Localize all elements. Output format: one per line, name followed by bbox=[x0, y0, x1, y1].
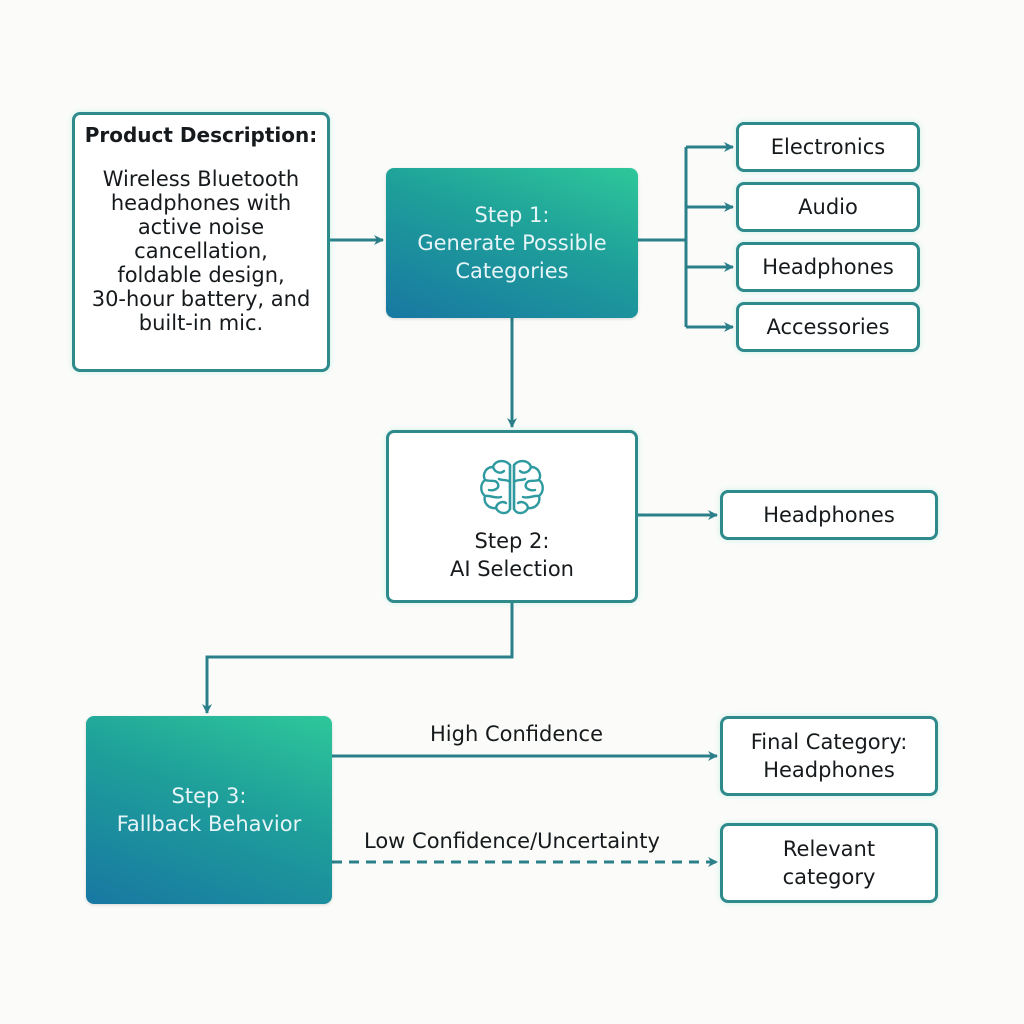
high-confidence-label: High Confidence bbox=[430, 722, 604, 746]
arrow-step2-to-step3 bbox=[202, 603, 514, 714]
category-audio: Audio bbox=[736, 182, 920, 232]
category-label: Headphones bbox=[762, 255, 894, 279]
category-accessories: Accessories bbox=[736, 302, 920, 352]
product-description-title: Product Description: bbox=[84, 123, 318, 147]
step1-generate-categories-box: Step 1: Generate Possible Categories bbox=[386, 168, 638, 318]
relevant-category-box: Relevant category bbox=[720, 823, 938, 903]
step1-title-line: Generate Possible bbox=[417, 231, 607, 255]
step3-title: Fallback Behavior bbox=[116, 812, 302, 836]
step2-title: AI Selection bbox=[449, 556, 574, 581]
step1-title-line: Categories bbox=[455, 259, 569, 283]
category-headphones: Headphones bbox=[736, 242, 920, 292]
final-category-value: Headphones bbox=[763, 758, 895, 782]
category-label: Audio bbox=[798, 195, 858, 219]
low-confidence-label: Low Confidence/Uncertainty bbox=[364, 829, 660, 853]
selected-category-box: Headphones bbox=[720, 490, 938, 540]
category-electronics: Electronics bbox=[736, 122, 920, 172]
step3-fallback-box: Step 3: Fallback Behavior bbox=[86, 716, 332, 904]
product-description-line: foldable design, bbox=[117, 263, 285, 287]
product-description-line: 30-hour battery, and bbox=[91, 287, 311, 311]
product-description-line: built-in mic. bbox=[138, 311, 264, 335]
product-description-line: Wireless Bluetooth bbox=[102, 167, 300, 191]
step1-label: Step 1: bbox=[474, 203, 550, 227]
step2-label: Step 2: bbox=[474, 528, 550, 553]
product-description-line: cancellation, bbox=[134, 239, 268, 263]
step3-label: Step 3: bbox=[171, 784, 247, 808]
selected-category-label: Headphones bbox=[763, 503, 895, 527]
final-category-title: Final Category: bbox=[750, 730, 908, 754]
product-description-line: active noise bbox=[137, 215, 265, 239]
product-description-line: headphones with bbox=[110, 191, 292, 215]
step2-ai-selection-box: Step 2: AI Selection bbox=[386, 430, 638, 603]
category-label: Electronics bbox=[770, 135, 886, 159]
product-description-box: Product Description: Wireless Bluetooth … bbox=[72, 112, 330, 372]
brain-icon bbox=[480, 459, 544, 514]
relevant-category-line: Relevant bbox=[782, 837, 876, 861]
category-label: Accessories bbox=[766, 315, 890, 339]
relevant-category-line: category bbox=[782, 865, 876, 889]
final-category-box: Final Category: Headphones bbox=[720, 716, 938, 796]
